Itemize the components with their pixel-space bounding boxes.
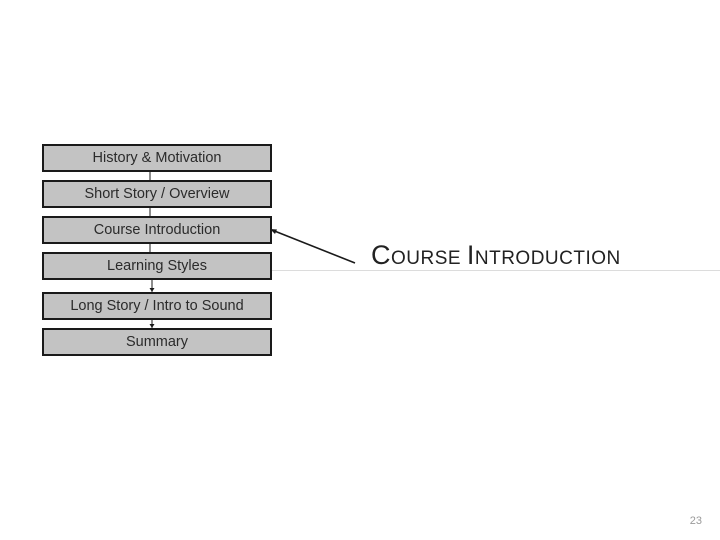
flow-step-label: Summary [125, 334, 189, 350]
flow-step-label: Course Introduction [93, 222, 221, 238]
flow-step-label: Learning Styles [107, 258, 207, 274]
flow-step-short-story-overview: Short Story / Overview [42, 180, 272, 208]
flow-step-label: Long Story / Intro to Sound [70, 298, 244, 314]
flow-step-course-introduction: Course Introduction [42, 216, 272, 244]
section-title: Course Introduction [371, 240, 621, 271]
flow-step-history-motivation: History & Motivation [42, 144, 272, 172]
flow-step-summary: Summary [42, 328, 272, 356]
pointer-line [271, 229, 356, 264]
section-title-word: Course [371, 240, 462, 270]
page-number: 23 [689, 515, 702, 527]
flow-step-label: Short Story / Overview [84, 186, 230, 202]
section-title-word: Introduction [466, 240, 621, 270]
title-divider [272, 270, 720, 271]
flow-step-label: History & Motivation [92, 150, 222, 166]
flow-step-learning-styles: Learning Styles [42, 252, 272, 280]
flow-step-long-story-intro-to-sound: Long Story / Intro to Sound [42, 292, 272, 320]
